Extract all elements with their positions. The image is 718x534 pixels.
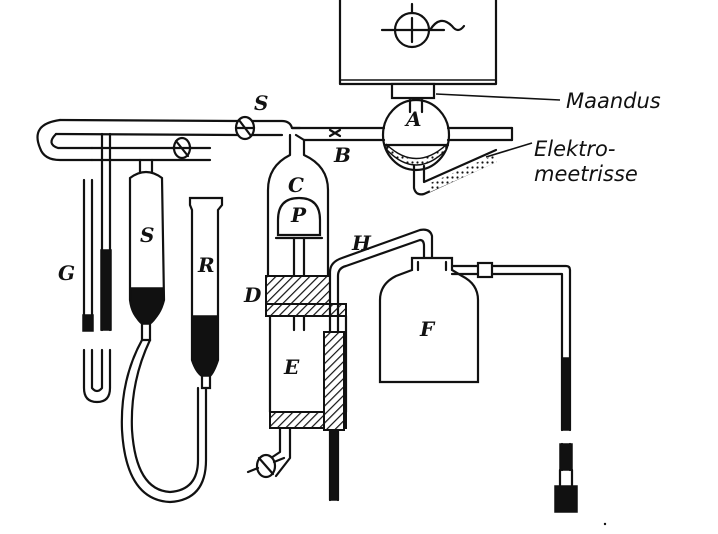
vessel-a [381, 98, 533, 196]
label-c: C [288, 173, 304, 197]
label-h: H [351, 231, 372, 255]
elektromeetrisse-label-line1: Elektro- [534, 137, 615, 161]
label-b: B [333, 143, 351, 167]
speck [603, 522, 607, 526]
label-s-valve: S [254, 91, 268, 115]
stopcock-s-top [234, 115, 256, 141]
elektromeetrisse-label-line2: meetrisse [534, 162, 638, 186]
label-r: R [197, 253, 215, 277]
label-e: E [283, 355, 300, 379]
label-s-vessel: S [140, 223, 154, 247]
bottle-f [378, 256, 480, 384]
vessel-s [128, 158, 166, 342]
label-a: A [404, 107, 422, 131]
junction-b-mark [328, 128, 342, 138]
maandus-leader [435, 93, 561, 101]
coil [323, 331, 345, 431]
stopcock-left [170, 136, 194, 160]
vessel-r [188, 196, 224, 390]
label-d: D [243, 283, 262, 307]
manometer-g [82, 132, 112, 404]
label-f: F [419, 317, 436, 341]
chamber-c [266, 133, 330, 278]
stopper-d [265, 275, 347, 317]
label-g: G [58, 261, 75, 285]
outlet-tube [450, 261, 578, 513]
junction-b [290, 126, 306, 142]
rubber-tube [120, 338, 208, 504]
maandus-label: Maandus [566, 89, 661, 113]
stopcock-bottom [246, 453, 286, 479]
top-chamber [338, 0, 498, 100]
label-p: P [290, 203, 307, 227]
electroscope-icon [380, 2, 466, 49]
